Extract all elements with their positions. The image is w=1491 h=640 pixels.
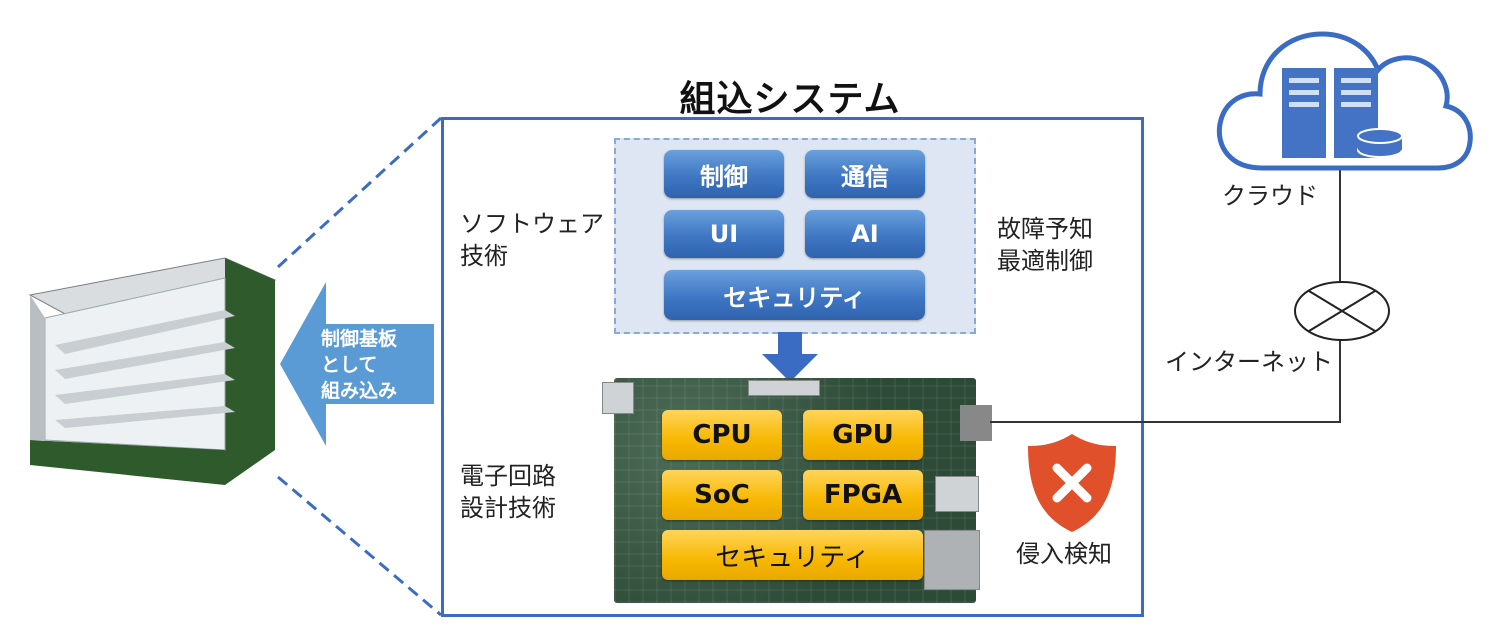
board-connector-right2 bbox=[924, 530, 980, 590]
chip-soc: SoC bbox=[662, 470, 782, 520]
chip-hardware-security: セキュリティ bbox=[662, 530, 923, 580]
zoom-lines bbox=[276, 116, 443, 617]
module-control: 制御 bbox=[664, 150, 784, 198]
chip-gpu: GPU bbox=[803, 410, 923, 460]
shield-x-icon bbox=[1028, 434, 1116, 532]
router-icon bbox=[1294, 281, 1390, 341]
down-arrow-icon bbox=[762, 332, 818, 382]
board-connector-top bbox=[748, 380, 820, 396]
network-wire bbox=[990, 160, 1341, 423]
embed-arrow bbox=[280, 282, 434, 446]
software-tech-label: ソフトウェア 技術 bbox=[460, 210, 604, 270]
board-usb-port bbox=[960, 405, 992, 441]
cloud-server-icon bbox=[1216, 31, 1473, 171]
page-title: 組込システム bbox=[679, 79, 901, 120]
module-software-security: セキュリティ bbox=[664, 270, 925, 320]
intrusion-detection-label: 侵入検知 bbox=[1016, 540, 1112, 568]
hardware-tech-label: 電子回路 設計技術 bbox=[460, 462, 556, 522]
module-ai: AI bbox=[805, 210, 925, 258]
cloud-label: クラウド bbox=[1222, 182, 1318, 210]
internet-label: インターネット bbox=[1165, 348, 1333, 376]
board-connector-left bbox=[602, 382, 634, 414]
refrigerated-showcase-icon bbox=[28, 257, 277, 485]
features-label: 故障予知 最適制御 bbox=[997, 215, 1093, 275]
embedded-system-frame bbox=[441, 117, 1144, 617]
chip-fpga: FPGA bbox=[803, 470, 923, 520]
module-communication: 通信 bbox=[805, 150, 925, 198]
chip-cpu: CPU bbox=[662, 410, 782, 460]
embed-arrow-text: 制御基板 として 組み込み bbox=[321, 328, 398, 402]
board-connector-right1 bbox=[935, 476, 979, 512]
module-ui: UI bbox=[664, 210, 784, 258]
